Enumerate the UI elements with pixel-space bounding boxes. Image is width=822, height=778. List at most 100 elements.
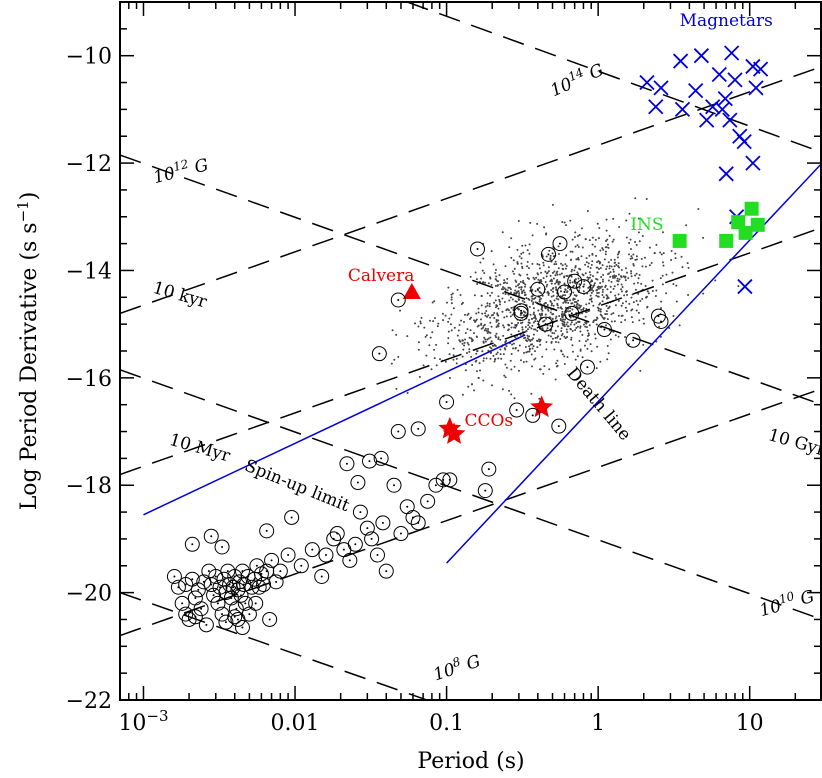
magnetar-marker (745, 155, 761, 171)
background-point (627, 343, 630, 346)
background-point (531, 234, 534, 237)
background-point (519, 359, 522, 362)
binary-pulsar-dot (476, 247, 479, 250)
background-point (517, 349, 520, 352)
background-point (494, 268, 497, 271)
ins-marker (744, 201, 759, 216)
binary-pulsar-marker (564, 305, 580, 321)
background-point (523, 311, 526, 314)
background-point (589, 267, 592, 270)
background-point (540, 292, 543, 295)
background-point (525, 330, 528, 333)
binary-pulsar-dot (258, 586, 261, 589)
binary-pulsar-marker (248, 595, 264, 611)
background-point (624, 267, 627, 270)
background-point (582, 290, 585, 293)
binary-pulsar-dot (311, 548, 314, 551)
background-point (593, 282, 596, 285)
background-point (528, 335, 531, 338)
background-point (522, 282, 525, 285)
background-point (478, 362, 481, 365)
background-point (463, 341, 466, 344)
binary-pulsar-dot (536, 288, 539, 291)
background-point (450, 298, 453, 301)
binary-pulsar-dot (238, 580, 241, 583)
magnetar-marker (693, 48, 710, 64)
background-point (587, 262, 590, 265)
background-point (549, 274, 552, 277)
binary-pulsar-dot (380, 457, 383, 460)
binary-pulsar-dot (224, 621, 227, 624)
background-point (637, 277, 640, 280)
background-point (642, 317, 645, 320)
binary-pulsar-dot (279, 570, 282, 573)
binary-pulsar-dot (191, 543, 194, 546)
background-point (612, 312, 615, 315)
binary-pulsar-marker (361, 453, 377, 469)
background-point (600, 275, 603, 278)
background-point (606, 238, 609, 241)
binary-pulsar-marker (369, 547, 385, 563)
background-point (480, 322, 483, 325)
background-point (569, 258, 572, 261)
background-point (512, 342, 515, 345)
binary-pulsar-marker (174, 595, 190, 611)
background-point (479, 261, 482, 264)
background-point (532, 301, 535, 304)
background-point (566, 335, 569, 338)
background-point (559, 290, 562, 293)
background-point (599, 249, 602, 252)
binary-pulsar-marker (575, 279, 591, 295)
background-point (594, 238, 597, 241)
background-point (565, 291, 568, 294)
binary-pulsar-marker (364, 531, 380, 547)
background-point (528, 243, 531, 246)
background-point (490, 283, 493, 286)
background-point (597, 267, 600, 270)
background-point (463, 344, 466, 347)
background-point (482, 379, 485, 382)
background-point (550, 302, 553, 305)
background-point (575, 322, 578, 325)
binary-pulsar-dot (210, 583, 213, 586)
background-point (636, 281, 639, 284)
background-point (624, 318, 627, 321)
binary-pulsar-marker (190, 582, 206, 598)
binary-pulsar-marker (653, 313, 669, 329)
background-point (499, 283, 502, 286)
background-point (566, 355, 569, 358)
background-point (497, 307, 500, 310)
binary-pulsar-dot (235, 607, 238, 610)
background-point (508, 389, 511, 392)
background-point (483, 272, 486, 275)
background-point (637, 217, 640, 220)
background-point (628, 302, 631, 305)
background-point (538, 291, 541, 294)
background-point (521, 321, 524, 324)
background-point (466, 328, 469, 331)
background-point (532, 321, 535, 324)
background-point (493, 312, 496, 315)
binary-pulsar-marker (371, 346, 387, 362)
background-point (603, 258, 606, 261)
background-point (480, 294, 483, 297)
binary-pulsar-dot (205, 623, 208, 626)
background-point (509, 359, 512, 362)
background-point (461, 342, 464, 345)
y-tick-label: −10 (66, 45, 112, 70)
background-point (545, 317, 548, 320)
background-point (660, 307, 663, 310)
background-point (560, 350, 563, 353)
background-point (553, 299, 556, 302)
background-point (549, 324, 552, 327)
background-point (654, 295, 657, 298)
binary-pulsar-marker (428, 477, 444, 493)
background-point (528, 322, 531, 325)
background-point (596, 266, 599, 269)
b-field-line (120, 369, 822, 621)
background-point (550, 341, 553, 344)
background-point (496, 304, 499, 307)
background-point (586, 210, 589, 213)
background-point (582, 307, 585, 310)
background-point (559, 338, 562, 341)
